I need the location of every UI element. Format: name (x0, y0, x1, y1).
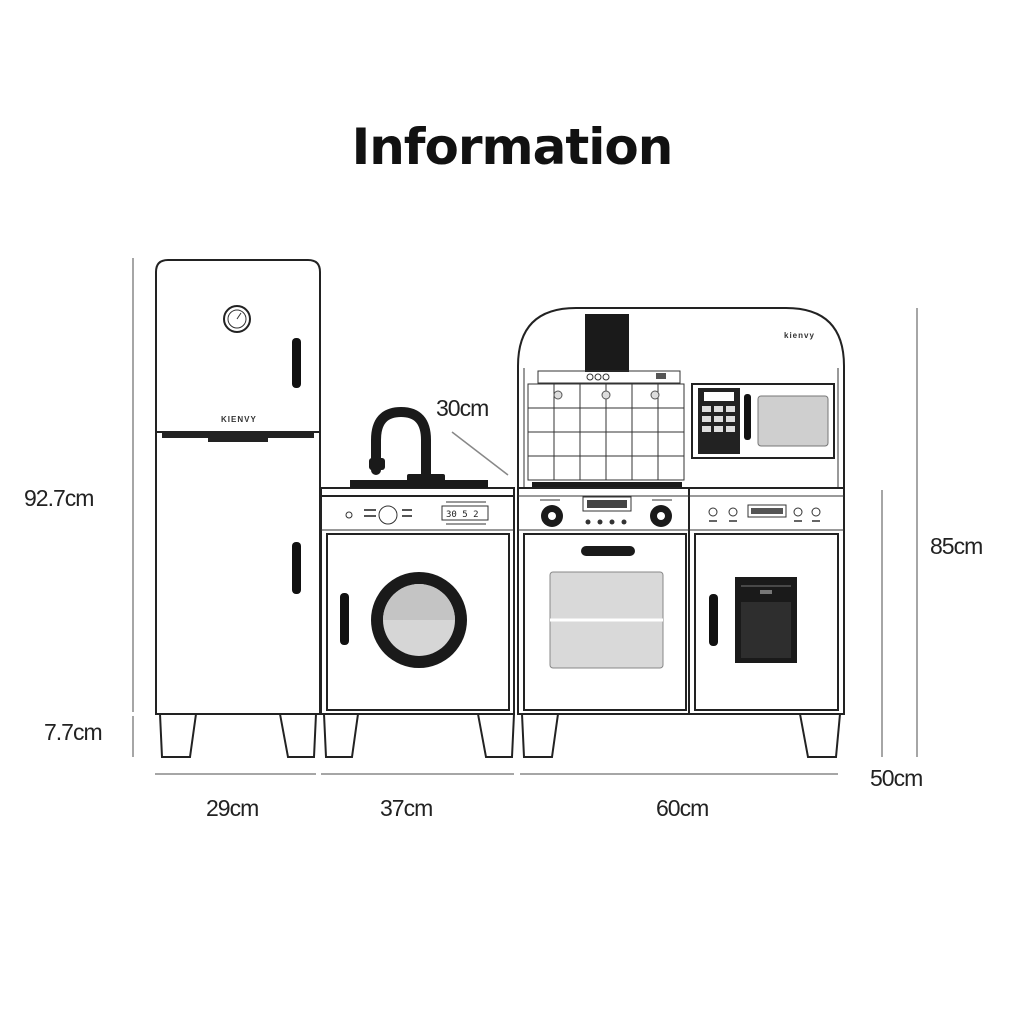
microwave (691, 383, 835, 459)
washer-unit: 30 5 2 (320, 406, 515, 758)
dimension-lines (132, 258, 918, 775)
washer-handle (340, 593, 349, 645)
refrigerator: KIENVY (155, 259, 321, 758)
fridge-handle (292, 542, 301, 594)
microwave-window (757, 395, 829, 447)
washer-knob-icon (378, 505, 398, 525)
range-hood (585, 314, 629, 372)
tile-backsplash (527, 383, 685, 481)
fridge-width-label: 29cm (206, 795, 258, 821)
faucet-icon (371, 406, 431, 488)
sink-depth-line (451, 431, 509, 476)
fridge-brand-label: KIENVY (221, 415, 257, 424)
stove-width-label: 60cm (656, 795, 708, 821)
leg-height-label: 7.7cm (44, 719, 102, 745)
microwave-handle (744, 394, 751, 440)
oven-handle (581, 546, 635, 556)
kitchen-height-label: 85cm (930, 533, 982, 559)
cabinet-handle (709, 594, 718, 646)
counter-height-label: 50cm (870, 765, 922, 791)
total-height-label: 92.7cm (24, 485, 93, 511)
page-title: Information (351, 118, 674, 176)
washer-display: 30 5 2 (446, 510, 479, 520)
freezer-handle (292, 338, 301, 388)
stove-unit: kienvy (517, 307, 845, 758)
kitchen-brand-label: kienvy (784, 331, 815, 340)
thermometer-dial-icon (223, 305, 251, 333)
washer-width-label: 37cm (380, 795, 432, 821)
sink-depth-label: 30cm (436, 395, 488, 421)
